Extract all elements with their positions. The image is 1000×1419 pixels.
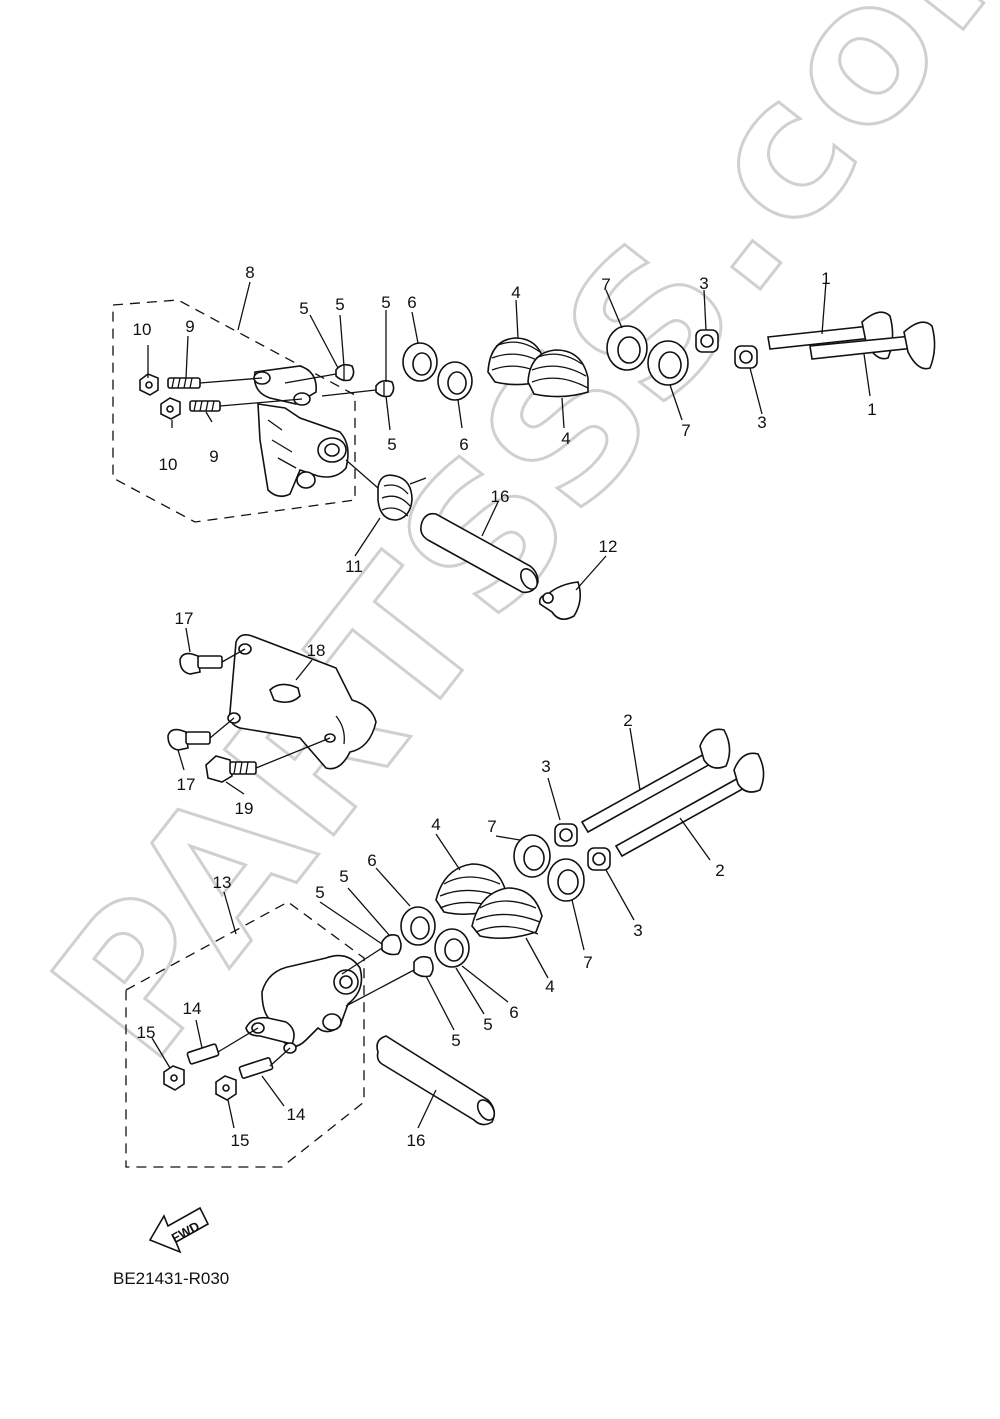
callout-3: 3 — [757, 413, 766, 432]
stem-seal-lower-2 — [587, 847, 611, 871]
callout-3: 3 — [633, 921, 642, 940]
diagram-reference-code: BE21431-R030 — [113, 1269, 230, 1288]
bolt-17-lower — [167, 728, 211, 751]
callout-18: 18 — [307, 641, 326, 660]
locknut-upper-1 — [139, 373, 159, 396]
middle-bracket-assembly — [167, 627, 377, 795]
leader-lines-middle — [177, 627, 331, 795]
callout-10: 10 — [133, 320, 152, 339]
callout-9: 9 — [209, 447, 218, 466]
callout-6: 6 — [459, 435, 468, 454]
rocker-arm-upper — [253, 365, 349, 498]
bracket-18 — [227, 634, 377, 770]
adjuster-screw-lower-1 — [186, 1043, 220, 1065]
stem-seal-upper-1 — [695, 329, 719, 353]
cotter-upper-2 — [375, 379, 395, 398]
callout-3: 3 — [541, 757, 550, 776]
spring-seat-upper-1 — [402, 342, 438, 382]
callout-4: 4 — [431, 815, 440, 834]
callout-10: 10 — [159, 455, 178, 474]
adjuster-screw-lower-2 — [238, 1057, 274, 1079]
callout-5: 5 — [315, 883, 324, 902]
callout-16: 16 — [407, 1131, 426, 1150]
callout-5: 5 — [381, 293, 390, 312]
spring-seat-upper-2 — [437, 361, 473, 401]
callout-9: 9 — [185, 317, 194, 336]
callout-6: 6 — [367, 851, 376, 870]
callout-12: 12 — [599, 537, 618, 556]
callout-17: 17 — [177, 775, 196, 794]
locknut-lower-1 — [163, 1065, 185, 1091]
rocker-shaft-lower — [376, 1035, 496, 1126]
callout-8: 8 — [245, 263, 254, 282]
spring-seat-lower-2 — [434, 928, 470, 968]
callout-labels: 1 1 2 2 3 3 3 3 4 4 4 4 5 5 5 5 5 5 5 5 … — [133, 263, 877, 1150]
callout-5: 5 — [335, 295, 344, 314]
callout-15: 15 — [231, 1131, 250, 1150]
callout-15: 15 — [137, 1023, 156, 1042]
cotter-lower-1 — [381, 934, 402, 956]
callout-4: 4 — [511, 283, 520, 302]
locknut-lower-2 — [215, 1075, 237, 1101]
callout-14: 14 — [287, 1105, 306, 1124]
rocker-shaft-upper — [420, 512, 539, 594]
callout-7: 7 — [601, 275, 610, 294]
forward-arrow-icon: FWD — [148, 1206, 210, 1254]
valve-spring-upper-2 — [527, 349, 589, 398]
retainer-upper-2 — [647, 340, 689, 386]
lock-plate-12 — [538, 581, 582, 620]
callout-7: 7 — [487, 817, 496, 836]
callout-4: 4 — [561, 429, 570, 448]
callout-5: 5 — [299, 299, 308, 318]
callout-7: 7 — [681, 421, 690, 440]
callout-5: 5 — [339, 867, 348, 886]
upper-assembly — [112, 281, 936, 620]
callout-17: 17 — [175, 609, 194, 628]
callout-14: 14 — [183, 999, 202, 1018]
leader-lines-upper — [147, 281, 871, 591]
adjuster-screw-upper-2 — [189, 400, 221, 412]
retainer-lower-1 — [513, 834, 551, 878]
callout-2: 2 — [715, 861, 724, 880]
cotter-lower-2 — [413, 955, 434, 978]
bolt-19 — [205, 755, 257, 783]
callout-3: 3 — [699, 274, 708, 293]
adjuster-screw-upper-1 — [167, 377, 201, 389]
exhaust-valve-2 — [614, 752, 765, 858]
bolt-17-upper — [179, 652, 223, 675]
intake-valve-2 — [809, 321, 936, 370]
boundary-13 — [125, 901, 365, 1168]
return-spring-11 — [377, 474, 427, 521]
callout-1: 1 — [821, 269, 830, 288]
callout-11: 11 — [345, 557, 363, 576]
callout-5: 5 — [451, 1031, 460, 1050]
callout-4: 4 — [545, 977, 554, 996]
callout-16: 16 — [491, 487, 510, 506]
cotter-upper-1 — [335, 363, 355, 382]
callout-2: 2 — [623, 711, 632, 730]
exhaust-valve-1 — [580, 728, 731, 834]
locknut-upper-2 — [160, 397, 181, 420]
stem-seal-lower-1 — [554, 823, 578, 847]
callout-7: 7 — [583, 953, 592, 972]
stem-seal-upper-2 — [734, 345, 758, 369]
callout-6: 6 — [509, 1003, 518, 1022]
retainer-lower-2 — [547, 858, 585, 902]
valve-spring-lower-2 — [471, 887, 543, 940]
callout-1: 1 — [867, 400, 876, 419]
callout-19: 19 — [235, 799, 254, 818]
callout-6: 6 — [407, 293, 416, 312]
leader-lines-lower — [151, 727, 711, 1129]
lower-assembly — [125, 727, 765, 1168]
callout-5: 5 — [483, 1015, 492, 1034]
callout-5: 5 — [387, 435, 396, 454]
spring-seat-lower-1 — [400, 906, 436, 946]
retainer-upper-1 — [606, 325, 648, 371]
callout-13: 13 — [213, 873, 232, 892]
